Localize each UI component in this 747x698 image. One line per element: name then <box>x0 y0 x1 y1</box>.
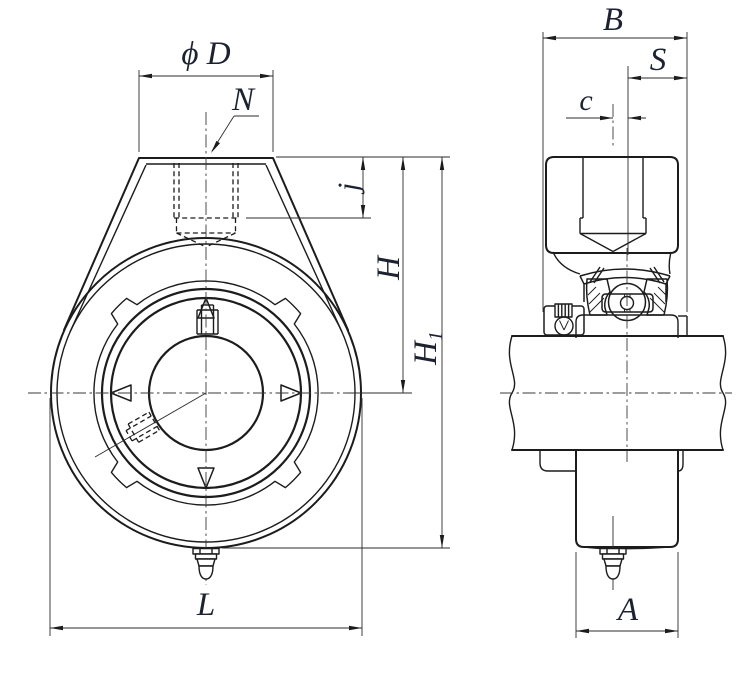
dim-s: S <box>627 42 687 255</box>
dim-phi-d: ϕ D <box>138 36 274 152</box>
dim-h1: H 1 <box>222 157 450 549</box>
dim-b: B <box>542 2 688 312</box>
n-label: N <box>231 82 256 118</box>
locking-collar-set-screw <box>543 303 585 336</box>
h-label: H <box>371 254 407 281</box>
front-centerlines <box>28 112 384 585</box>
set-screw-top <box>196 304 219 335</box>
dim-j: j <box>246 156 450 219</box>
dim-a: A <box>575 552 679 638</box>
c-label: c <box>579 84 592 117</box>
front-view: ϕ D N j H <box>28 36 450 636</box>
set-screw-angled <box>94 392 207 458</box>
grease-nipple-side <box>599 516 627 590</box>
grease-nipple-front <box>192 547 220 580</box>
housing-face-notched-circle <box>93 280 319 506</box>
dim-l: L <box>49 398 363 636</box>
l-label: L <box>196 587 215 623</box>
side-tapped-hole <box>579 157 647 253</box>
h1-subscript: 1 <box>425 331 447 341</box>
a-label: A <box>616 592 639 628</box>
b-label: B <box>603 2 623 38</box>
lower-boss-bottom <box>539 449 684 550</box>
dim-c: c <box>566 84 646 121</box>
dim-h: H <box>348 157 412 394</box>
lower-boss-top <box>575 314 688 338</box>
side-hanger-boss <box>545 156 679 254</box>
j-label: j <box>332 183 365 195</box>
leader-n: N <box>211 82 259 153</box>
phi-d-label: ϕ D <box>181 36 230 72</box>
housing-seat <box>552 251 672 302</box>
h1-label: H <box>408 339 444 366</box>
seal-flinger-lines <box>589 266 665 284</box>
side-view: B S c A <box>500 2 732 638</box>
s-label: S <box>650 42 667 78</box>
shaft <box>508 335 727 451</box>
side-centerlines <box>500 104 732 462</box>
